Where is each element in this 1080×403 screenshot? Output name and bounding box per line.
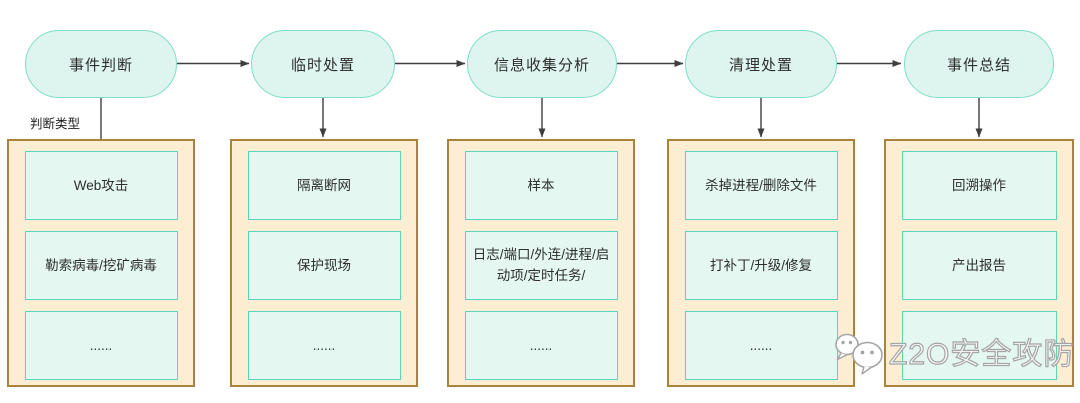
item-label: 隔离断网: [297, 177, 351, 193]
item-box: [901, 310, 1057, 380]
group-incident-judgment-items: Web攻击 勒索病毒/挖矿病毒 ......: [7, 139, 195, 387]
pill-label: 事件判断: [68, 56, 133, 74]
pill-info-collection-analysis: 信息收集分析: [467, 30, 617, 98]
item-label: 杀掉进程/删除文件: [705, 177, 817, 193]
item-label: ......: [749, 337, 773, 353]
pill-label: 清理处置: [728, 56, 793, 74]
item-label: 打补丁/升级/修复: [709, 257, 812, 273]
item-box: 打补丁/升级/修复: [684, 230, 838, 300]
item-box: 勒索病毒/挖矿病毒: [24, 230, 178, 300]
pill-temporary-handling: 临时处置: [251, 30, 395, 98]
group-incident-summary-items: 回溯操作 产出报告: [884, 139, 1074, 387]
item-box: 产出报告: [901, 230, 1057, 300]
pill-cleanup-handling: 清理处置: [685, 30, 837, 98]
pill-label: 事件总结: [946, 56, 1011, 74]
item-label: 产出报告: [952, 257, 1006, 273]
item-label: ......: [89, 337, 113, 353]
item-label: 日志/端口/外连/进程/启动项/定时任务/: [472, 247, 610, 283]
item-box: ......: [247, 310, 401, 380]
item-box: 保护现场: [247, 230, 401, 300]
group-cleanup-handling-items: 杀掉进程/删除文件 打补丁/升级/修复 ......: [667, 139, 855, 387]
item-label: 勒索病毒/挖矿病毒: [45, 257, 157, 273]
item-label: 保护现场: [297, 257, 351, 273]
item-box: 日志/端口/外连/进程/启动项/定时任务/: [464, 230, 618, 300]
watermark: Z2O安全攻防: [831, 331, 1074, 379]
item-box: 隔离断网: [247, 150, 401, 220]
item-label: 样本: [527, 177, 555, 193]
item-box: ......: [24, 310, 178, 380]
item-box: 样本: [464, 150, 618, 220]
pill-label: 临时处置: [290, 56, 355, 74]
pill-label: 信息收集分析: [493, 56, 590, 74]
pill-incident-summary: 事件总结: [904, 30, 1054, 98]
item-box: ......: [464, 310, 618, 380]
item-label: Web攻击: [73, 177, 129, 193]
watermark-text: Z2O安全攻防: [888, 337, 1075, 371]
note-judgment-type: 判断类型: [30, 117, 81, 131]
pill-incident-judgment: 事件判断: [25, 30, 177, 98]
item-box: 回溯操作: [901, 150, 1057, 220]
wechat-icon: [835, 333, 883, 375]
item-label: ......: [312, 337, 336, 353]
item-box: ......: [684, 310, 838, 380]
item-box: 杀掉进程/删除文件: [684, 150, 838, 220]
item-label: ......: [529, 337, 553, 353]
group-info-collection-items: 样本 日志/端口/外连/进程/启动项/定时任务/ ......: [447, 139, 635, 387]
item-label: 回溯操作: [952, 177, 1006, 193]
item-box: Web攻击: [24, 150, 178, 220]
group-temporary-handling-items: 隔离断网 保护现场 ......: [230, 139, 418, 387]
